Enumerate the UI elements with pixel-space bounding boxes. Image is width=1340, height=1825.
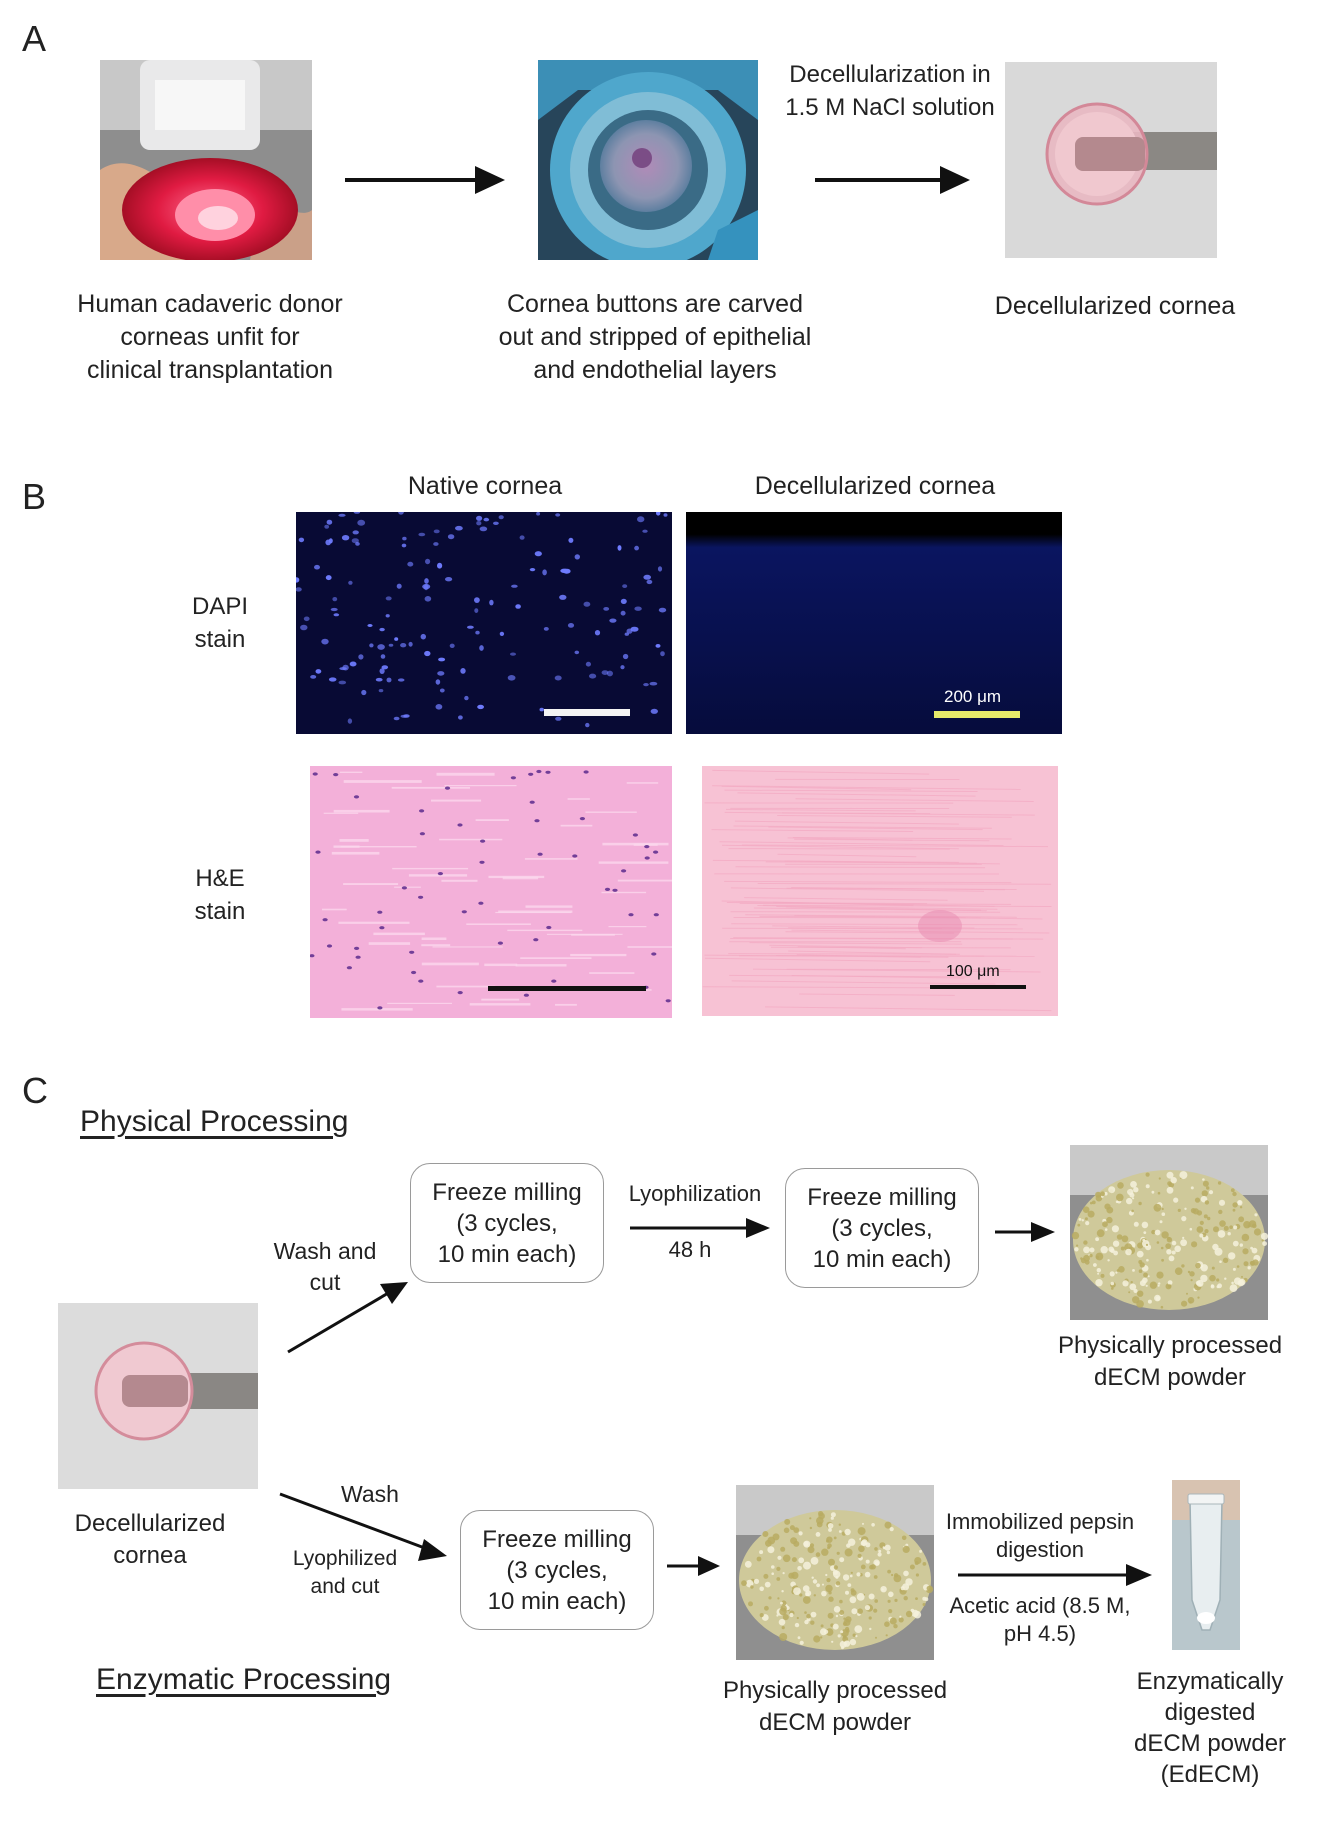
- dapi-native-image: [296, 512, 672, 734]
- donor-cornea-vial-photo: [100, 60, 312, 260]
- cornea-button-photo: [538, 60, 758, 260]
- native-cornea-heading: Native cornea: [407, 472, 563, 500]
- EdECM-caption: Enzymatically digested dECM powder (EdEC…: [1133, 1668, 1287, 1788]
- decellularized-cornea-photo: [1005, 62, 1217, 258]
- scale-bar: [934, 711, 1020, 718]
- pepsin-digestion-label: Immobilized pepsin digestion: [945, 1509, 1135, 1562]
- physical-dECM-powder-photo-2: [736, 1485, 934, 1660]
- freeze-milling-box-3: Freeze milling (3 cycles, 10 min each): [460, 1510, 654, 1630]
- enzymatic-processing-title: Enzymatic Processing: [96, 1663, 392, 1696]
- he-native-image: [310, 752, 672, 1018]
- scale-bar: [544, 709, 630, 716]
- scale-bar-label: 100 μm: [946, 963, 1000, 980]
- wash-and-cut-label: Wash and cut: [273, 1238, 377, 1295]
- scale-bar: [488, 986, 646, 991]
- he-stain-label: H&E stain: [194, 865, 246, 925]
- decellularization-arrow-label: Decellularization in 1.5 M NaCl solution: [785, 61, 995, 121]
- wash-label: Wash: [341, 1481, 399, 1507]
- panel-a-letter: A: [22, 18, 47, 59]
- freeze-milling-box-1: Freeze milling (3 cycles, 10 min each): [410, 1163, 604, 1283]
- physical-processing-title: Physical Processing: [80, 1105, 349, 1138]
- dapi-stain-label: DAPI stain: [191, 593, 248, 653]
- physical-dECM-powder-photo: [1070, 1145, 1268, 1320]
- lyophilization-label: Lyophilization: [628, 1181, 762, 1206]
- cornea-button-caption: Cornea buttons are carved out and stripp…: [498, 290, 812, 384]
- decellularized-cornea-caption: Decellularized cornea: [994, 292, 1236, 320]
- physical-dECM-powder-caption-2: Physically processed dECM powder: [722, 1677, 948, 1736]
- scale-bar-label: 200 μm: [944, 687, 1002, 706]
- decellularized-cornea-heading: Decellularized cornea: [754, 472, 996, 500]
- physical-dECM-powder-caption: Physically processed dECM powder: [1057, 1332, 1283, 1391]
- lyophilization-time-label: 48 h: [668, 1237, 712, 1262]
- freeze-milling-box-2: Freeze milling (3 cycles, 10 min each): [785, 1168, 979, 1288]
- panel-c-letter: C: [22, 1070, 48, 1111]
- dapi-decellularized-image: 200 μm: [686, 512, 1062, 734]
- EdECM-tube-photo: [1172, 1480, 1240, 1650]
- start-decellularized-cornea-photo: [58, 1303, 258, 1489]
- panel-b-letter: B: [22, 476, 47, 517]
- start-cornea-caption: Decellularized cornea: [74, 1510, 226, 1569]
- he-decellularized-image: 100 μm: [702, 758, 1058, 1016]
- scale-bar: [930, 985, 1026, 989]
- lyophilized-and-cut-label: Lyophilized and cut: [292, 1547, 398, 1598]
- acetic-acid-label: Acetic acid (8.5 M, pH 4.5): [949, 1593, 1131, 1646]
- donor-cornea-caption: Human cadaveric donor corneas unfit for …: [77, 290, 343, 384]
